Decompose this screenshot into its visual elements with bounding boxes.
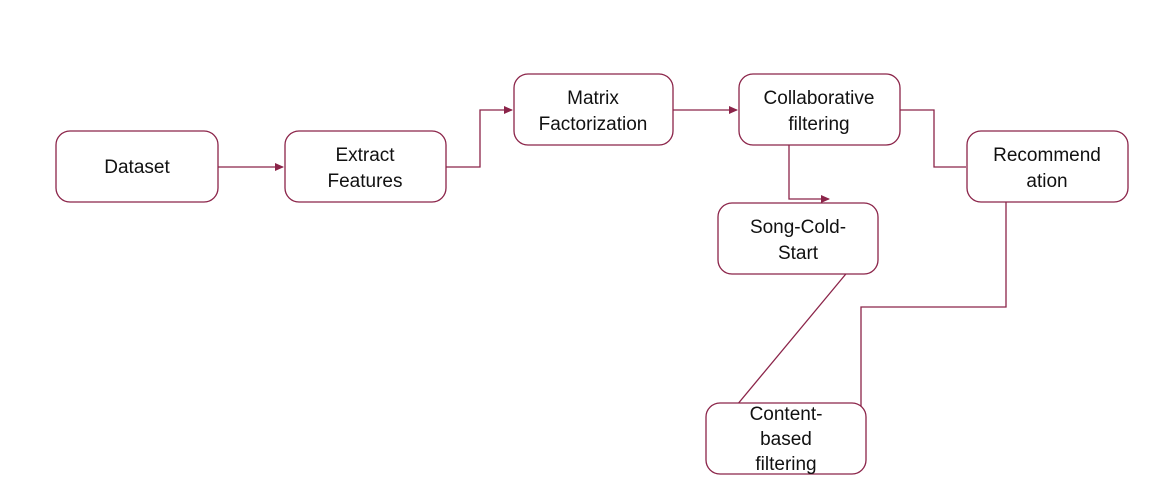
node-collaborative-filtering-label-2: filtering xyxy=(788,114,849,135)
node-matrix-factorization: Matrix Factorization xyxy=(513,73,674,146)
node-content-based-filtering: Content- based filtering xyxy=(705,402,867,475)
node-matrix-factorization-label-2: Factorization xyxy=(539,114,648,135)
node-recommendation-label-2: ation xyxy=(1026,171,1067,192)
edge-content-based-to-recommendation xyxy=(860,165,1010,445)
node-extract-features-label-1: Extract xyxy=(335,145,395,166)
node-content-based-filtering-label-2: based xyxy=(760,429,812,450)
node-content-based-filtering-label-3: filtering xyxy=(755,454,816,475)
node-collaborative-filtering: Collaborative filtering xyxy=(738,73,901,146)
node-dataset-label: Dataset xyxy=(104,157,170,178)
node-song-cold-start-label-1: Song-Cold- xyxy=(750,217,846,238)
node-recommendation: Recommend ation xyxy=(966,130,1129,203)
node-recommendation-label-1: Recommend xyxy=(993,145,1101,166)
node-song-cold-start-label-2: Start xyxy=(778,243,819,264)
node-matrix-factorization-label-1: Matrix xyxy=(567,88,619,109)
edge-collaborative-to-recommendation xyxy=(900,109,966,168)
node-extract-features: Extract Features xyxy=(284,130,447,203)
edge-extract-to-matrix xyxy=(446,106,513,168)
node-dataset: Dataset xyxy=(55,130,219,203)
node-song-cold-start: Song-Cold- Start xyxy=(717,202,879,275)
node-content-based-filtering-label-1: Content- xyxy=(750,404,823,425)
node-extract-features-label-2: Features xyxy=(328,171,403,192)
node-collaborative-filtering-label-1: Collaborative xyxy=(764,88,875,109)
edge-collaborative-to-song-cold-start xyxy=(755,142,830,203)
